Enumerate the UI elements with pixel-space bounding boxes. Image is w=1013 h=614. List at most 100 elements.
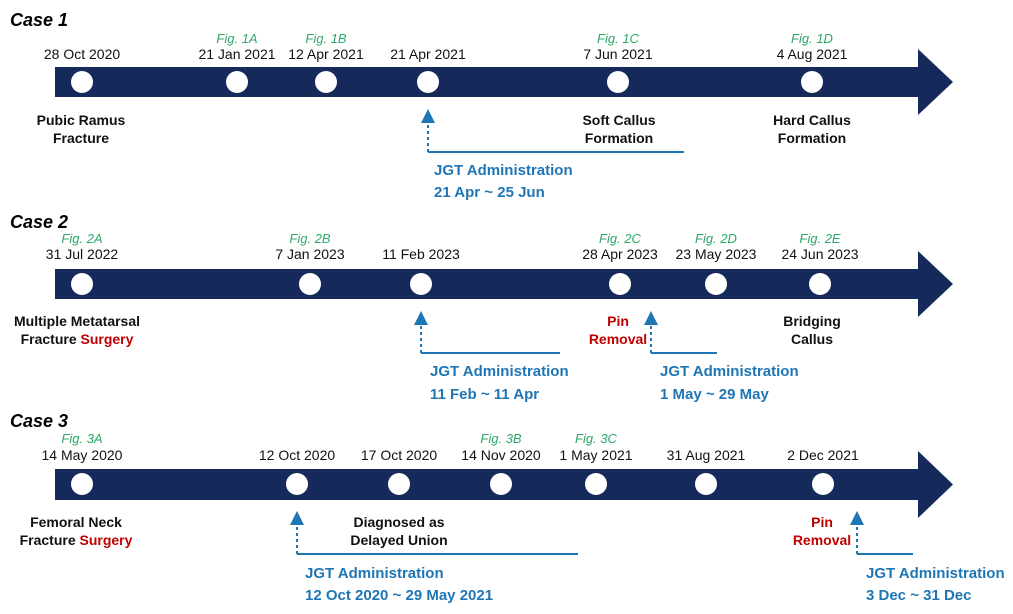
event-label: Bridging — [783, 313, 841, 329]
jgt-date-range: 3 Dec ~ 31 Dec — [866, 587, 972, 604]
event-label-text: Fracture — [53, 130, 109, 146]
pin-removal-label: Pin — [811, 514, 833, 530]
event-label: Fracture Surgery — [20, 532, 133, 548]
figure-reference: Fig. 1D — [791, 31, 833, 46]
event-dot — [71, 71, 93, 93]
event-label-text: Removal — [793, 532, 851, 548]
event-label-text: Pin — [811, 514, 833, 530]
event-label: Fracture Surgery — [21, 331, 134, 347]
event-label-text: Diagnosed as — [353, 514, 444, 530]
event-date: 21 Jan 2021 — [198, 46, 275, 62]
event-dot — [705, 273, 727, 295]
event-label-text: Fracture — [21, 331, 77, 347]
jgt-date-range: 21 Apr ~ 25 Jun — [434, 184, 545, 201]
event-date: 28 Oct 2020 — [44, 46, 120, 62]
event-dot — [607, 71, 629, 93]
timeline-arrow — [55, 251, 953, 317]
jgt-date-range: 11 Feb ~ 11 Apr — [430, 386, 539, 403]
event-date: 4 Aug 2021 — [777, 46, 848, 62]
event-dot — [410, 273, 432, 295]
event-date: 23 May 2023 — [676, 246, 757, 262]
case-title: Case 1 — [10, 10, 68, 30]
event-label: Hard Callus — [773, 112, 851, 128]
event-date: 31 Aug 2021 — [667, 447, 746, 463]
event-dot — [695, 473, 717, 495]
event-label-text: Soft Callus — [582, 112, 655, 128]
event-dot — [71, 473, 93, 495]
event-dot — [417, 71, 439, 93]
event-label-text: Delayed Union — [350, 532, 447, 548]
event-dot — [809, 273, 831, 295]
figure-reference: Fig. 2C — [599, 231, 642, 246]
surgery-label: Surgery — [80, 532, 133, 548]
event-date: 21 Apr 2021 — [390, 46, 466, 62]
pin-removal-label: Pin — [607, 313, 629, 329]
event-date: 11 Feb 2023 — [382, 246, 460, 262]
figure-reference: Fig. 3C — [575, 431, 618, 446]
figure-reference: Fig. 2D — [695, 231, 737, 246]
pin-removal-label: Removal — [793, 532, 851, 548]
event-label-text: Pubic Ramus — [37, 112, 126, 128]
event-label-text: Formation — [585, 130, 653, 146]
event-label-text: Pin — [607, 313, 629, 329]
event-dot — [585, 473, 607, 495]
event-dot — [315, 71, 337, 93]
event-date: 14 Nov 2020 — [461, 447, 541, 463]
event-dot — [609, 273, 631, 295]
event-label: Formation — [778, 130, 846, 146]
case-title: Case 2 — [10, 212, 68, 232]
event-label-text: Fracture — [20, 532, 76, 548]
figure-reference: Fig. 3A — [61, 431, 102, 446]
event-label: Pubic Ramus — [37, 112, 126, 128]
figure-reference: Fig. 2B — [289, 231, 331, 246]
jgt-title: JGT Administration — [434, 162, 573, 179]
figure-reference: Fig. 1B — [305, 31, 347, 46]
event-label-text: Removal — [589, 331, 647, 347]
event-label-text: Callus — [791, 331, 833, 347]
event-label: Formation — [585, 130, 653, 146]
event-label: Fracture — [53, 130, 109, 146]
event-label-text: Formation — [778, 130, 846, 146]
event-date: 24 Jun 2023 — [781, 246, 858, 262]
event-date: 12 Apr 2021 — [288, 46, 364, 62]
event-label-text: Bridging — [783, 313, 841, 329]
event-dot — [299, 273, 321, 295]
figure-reference: Fig. 2E — [799, 231, 841, 246]
event-date: 28 Apr 2023 — [582, 246, 658, 262]
jgt-title: JGT Administration — [866, 565, 1005, 582]
event-label: Soft Callus — [582, 112, 655, 128]
event-dot — [388, 473, 410, 495]
event-label-text: Hard Callus — [773, 112, 851, 128]
event-date: 7 Jun 2021 — [583, 46, 652, 62]
event-label: Multiple Metatarsal — [14, 313, 140, 329]
event-dot — [801, 71, 823, 93]
surgery-label: Surgery — [81, 331, 134, 347]
figure-reference: Fig. 2A — [61, 231, 102, 246]
jgt-title: JGT Administration — [305, 565, 444, 582]
timeline-arrow — [55, 49, 953, 115]
event-label: Callus — [791, 331, 833, 347]
event-date: 17 Oct 2020 — [361, 447, 437, 463]
pin-removal-label: Removal — [589, 331, 647, 347]
event-date: 7 Jan 2023 — [275, 246, 344, 262]
figure-reference: Fig. 1C — [597, 31, 640, 46]
jgt-title: JGT Administration — [660, 363, 799, 380]
event-date: 2 Dec 2021 — [787, 447, 859, 463]
event-dot — [286, 473, 308, 495]
case-title: Case 3 — [10, 411, 68, 431]
event-date: 31 Jul 2022 — [46, 246, 119, 262]
event-dot — [226, 71, 248, 93]
event-dot — [490, 473, 512, 495]
event-label-text: Femoral Neck — [30, 514, 122, 530]
event-dot — [812, 473, 834, 495]
jgt-date-range: 1 May ~ 29 May — [660, 386, 769, 403]
event-label-text: Multiple Metatarsal — [14, 313, 140, 329]
event-label: Delayed Union — [350, 532, 447, 548]
event-date: 1 May 2021 — [559, 447, 632, 463]
event-label: Femoral Neck — [30, 514, 122, 530]
jgt-date-range: 12 Oct 2020 ~ 29 May 2021 — [305, 587, 493, 604]
